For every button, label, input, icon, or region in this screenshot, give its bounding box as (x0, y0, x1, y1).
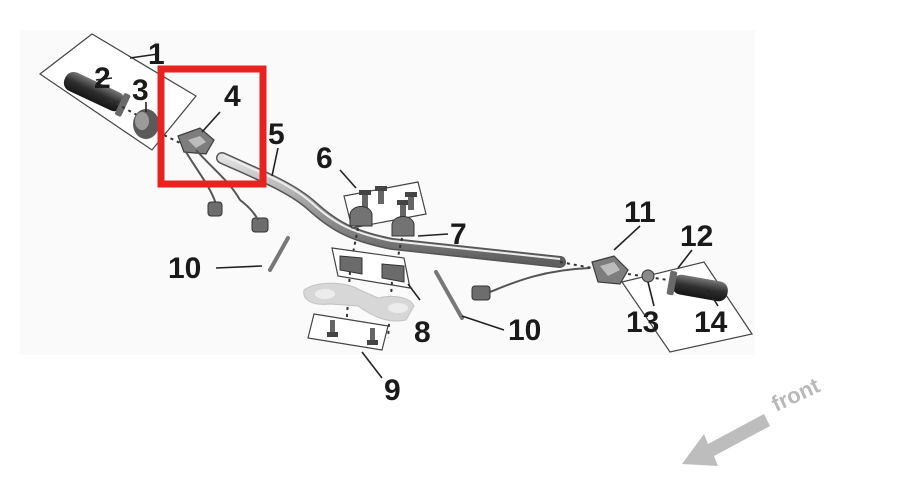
part-label-11: 11 (624, 196, 656, 229)
part-label-4: 4 (224, 80, 241, 113)
front-direction-indicator: front (682, 372, 824, 466)
right-switch-connector (471, 285, 491, 301)
part-label-6: 6 (316, 142, 333, 175)
right-grip (666, 270, 728, 302)
grip-end-plug (641, 269, 655, 283)
highlight-box-part-4 (157, 65, 267, 188)
left-grip (63, 71, 131, 117)
part-label-3: 3 (132, 74, 149, 107)
right-grip-kit-box (621, 261, 753, 353)
part-label-8: 8 (414, 316, 431, 349)
left-switch-unit (177, 127, 269, 233)
front-arrow-icon (682, 414, 770, 466)
part-label-1: 1 (148, 38, 165, 71)
grip-axis-dash (109, 99, 161, 129)
handlebar (217, 153, 565, 267)
part-label-2: 2 (94, 62, 111, 95)
upper-screws (359, 186, 417, 218)
part-label-12: 12 (680, 220, 713, 253)
lower-clamps (339, 255, 405, 283)
part-label-9: 9 (384, 374, 401, 407)
part-label-14: 14 (694, 306, 728, 339)
front-label: front (768, 372, 825, 416)
part-label-10-left: 10 (168, 252, 201, 285)
right-switch-unit (591, 255, 629, 285)
throttle-housing (133, 109, 159, 139)
cable-tie-right (434, 270, 464, 320)
part-label-13: 13 (626, 306, 659, 339)
part-label-5: 5 (268, 118, 285, 151)
lower-screws (327, 320, 378, 345)
upper-clamps (349, 206, 415, 237)
cable-tie-left (268, 236, 290, 272)
part-label-7: 7 (450, 218, 467, 251)
part-label-10-right: 10 (508, 314, 541, 347)
